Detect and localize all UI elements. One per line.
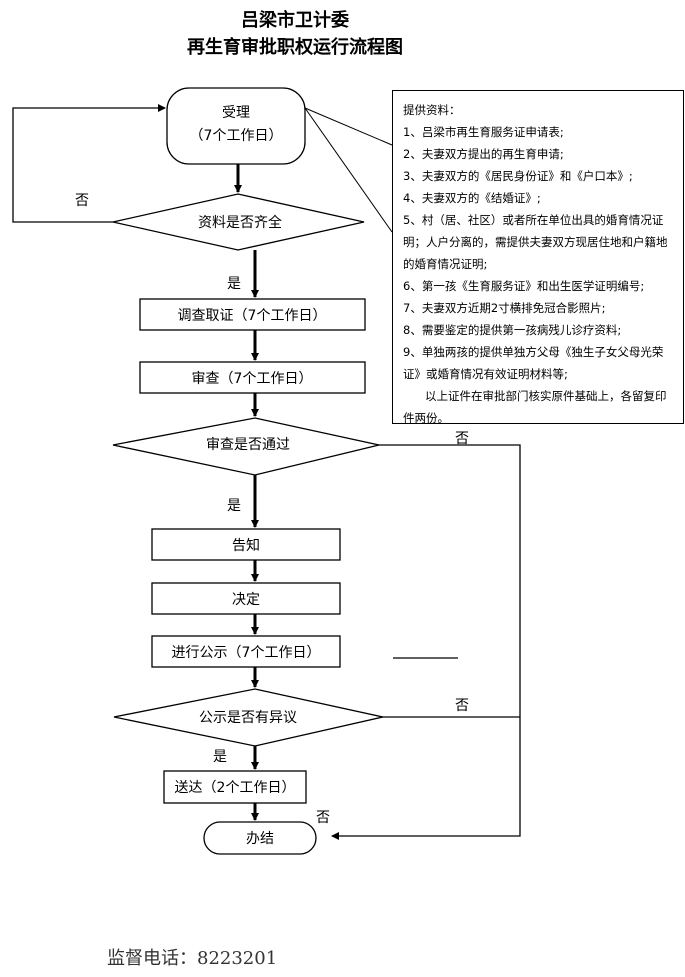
materials-item: 7、夫妻双方近期2寸横排免冠合影照片;: [403, 301, 606, 315]
node-review-label: 审查（7个工作日）: [192, 371, 313, 387]
edge-no-objection: 否: [455, 698, 469, 714]
node-notify-label: 告知: [232, 537, 260, 554]
node-deliver: [163, 770, 307, 804]
node-publicize: [151, 635, 341, 668]
materials-item: 3、夫妻双方的《居民身份证》和《户口本》;: [403, 169, 633, 183]
edge-no-finish: 否: [316, 810, 330, 826]
decision-docs-complete: [112, 193, 365, 251]
phone-number: 8223201: [197, 948, 278, 969]
node-decide-label: 决定: [232, 592, 260, 608]
decision-review-label: 审查是否通过: [206, 437, 290, 453]
materials-item: 9、单独两孩的提供单独方父母《独生子女父母光荣证》或婚育情况有效证明材料等;: [403, 345, 664, 381]
supervision-phone: 监督电话：8223201: [107, 944, 277, 970]
materials-item: 2、夫妻双方提出的再生育申请;: [403, 147, 564, 161]
materials-note: 提供资料： 1、吕梁市再生育服务证申请表; 2、夫妻双方提出的再生育申请; 3、…: [392, 90, 684, 425]
edge-no-docs: 否: [75, 193, 89, 209]
node-accept-label: 受理: [222, 105, 250, 121]
node-accept: [166, 87, 306, 165]
edge-no-review: 否: [455, 431, 469, 447]
node-review: [139, 361, 366, 394]
node-investigate-label: 调查取证（7个工作日）: [178, 308, 327, 324]
phone-label: 监督电话：: [107, 948, 197, 969]
node-finish-label: 办结: [246, 831, 274, 847]
decision-docs-label: 资料是否齐全: [198, 214, 282, 231]
materials-heading: 提供资料：: [403, 103, 461, 117]
page-title: 再生育审批职权运行流程图: [187, 37, 403, 58]
node-accept-sub: （7个工作日）: [190, 128, 283, 144]
edge-yes-review: 是: [227, 498, 241, 514]
node-publicize-label: 进行公示（7个工作日）: [172, 645, 321, 661]
materials-item: 4、夫妻双方的《结婚证》;: [403, 191, 541, 205]
node-decide: [151, 582, 341, 615]
node-finish: [203, 821, 317, 855]
decision-objection-label: 公示是否有异议: [199, 710, 297, 726]
materials-item: 1、吕梁市再生育服务证申请表;: [403, 125, 564, 139]
node-deliver-label: 送达（2个工作日）: [175, 780, 296, 796]
node-notify: [151, 528, 341, 561]
materials-item: 6、第一孩《生育服务证》和出生医学证明编号;: [403, 279, 645, 293]
materials-item: 5、村（居、社区）或者所在单位出具的婚育情况证明；人户分离的，需提供夫妻双方现居…: [403, 213, 668, 271]
materials-item: 8、需要鉴定的提供第一孩病残儿诊疗资料;: [403, 323, 622, 337]
edge-yes-docs: 是: [227, 276, 241, 292]
edge-yes-objection: 是: [213, 749, 227, 765]
org-title: 吕梁市卫计委: [241, 10, 349, 31]
materials-footer: 以上证件在审批部门核实原件基础上，各留复印件两份。: [403, 389, 667, 425]
node-investigate: [139, 298, 366, 331]
